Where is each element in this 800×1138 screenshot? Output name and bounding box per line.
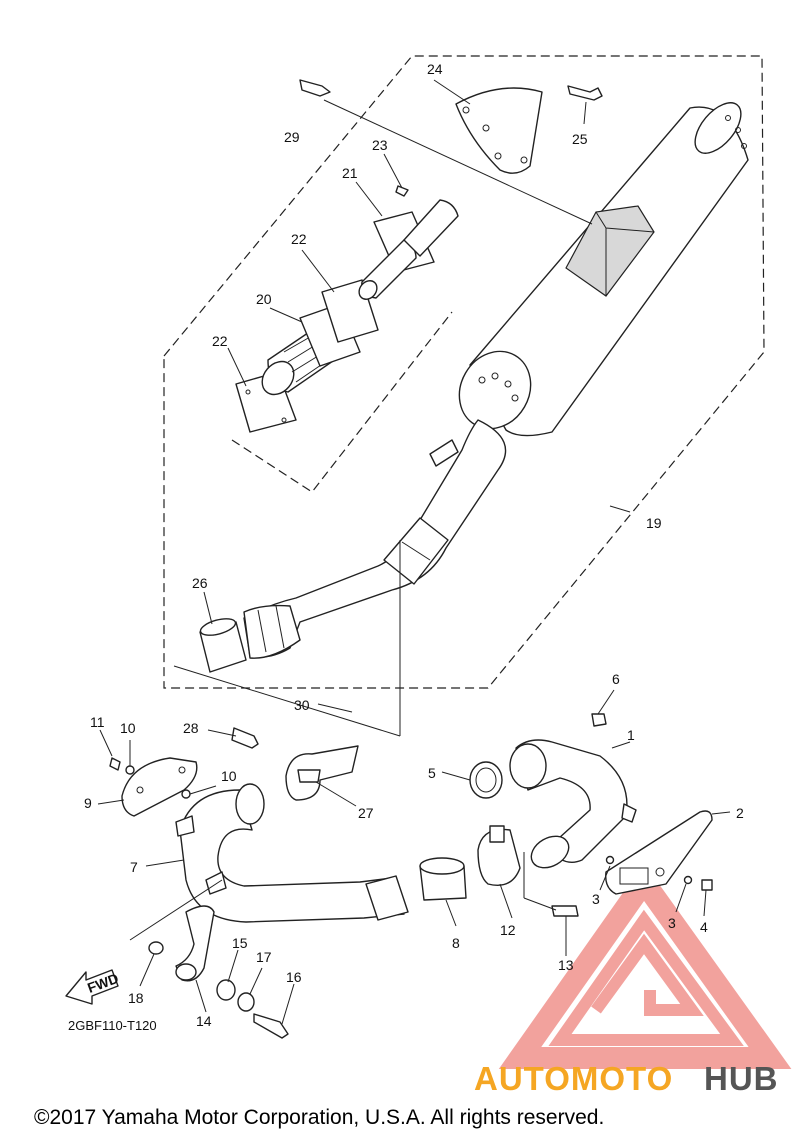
silencer-internals <box>235 79 603 433</box>
watermark-brand-part1: AUTOMOTO <box>474 1060 673 1097</box>
callout-10-mid: 10 <box>221 768 237 784</box>
damper-15 <box>216 979 236 1001</box>
clamp-27 <box>285 745 359 801</box>
mid-pipe <box>243 419 507 659</box>
watermark-logo <box>498 863 792 1069</box>
callout-15: 15 <box>232 935 248 951</box>
callout-labels: 29 24 25 23 21 22 20 22 19 26 30 11 10 2… <box>84 61 744 1029</box>
drawing-code: 2GBF110-T120 <box>68 1018 157 1033</box>
bolt-16 <box>253 1013 289 1039</box>
callout-23: 23 <box>372 137 388 153</box>
gasket-5 <box>469 761 503 799</box>
bracket-14 <box>175 905 215 982</box>
callout-27: 27 <box>358 805 374 821</box>
callout-9: 9 <box>84 795 92 811</box>
sleeve-8 <box>419 857 467 901</box>
callout-26: 26 <box>192 575 208 591</box>
callout-22-top: 22 <box>291 231 307 247</box>
fwd-arrow-icon: FWD <box>65 969 121 1005</box>
callout-24: 24 <box>427 61 443 77</box>
callout-20: 20 <box>256 291 272 307</box>
callout-11: 11 <box>90 714 105 730</box>
callout-29: 29 <box>284 129 300 145</box>
callout-13: 13 <box>558 957 574 973</box>
callout-21: 21 <box>342 165 358 181</box>
callout-2: 2 <box>736 805 744 821</box>
callout-5: 5 <box>428 765 436 781</box>
watermark-brand-part2: HUB <box>704 1060 779 1097</box>
callout-1: 1 <box>627 727 635 743</box>
callout-19: 19 <box>646 515 662 531</box>
callout-30: 30 <box>294 697 310 713</box>
sleeve-26 <box>199 618 247 673</box>
callout-3-left: 3 <box>592 891 600 907</box>
callout-6: 6 <box>612 671 620 687</box>
clamp-12 <box>477 825 521 886</box>
collar-18 <box>148 941 164 955</box>
callout-17: 17 <box>256 949 272 965</box>
copyright-text: ©2017 Yamaha Motor Corporation, U.S.A. A… <box>34 1106 604 1129</box>
callout-16: 16 <box>286 969 302 985</box>
watermark-wordmark: AUTOMOTO HUB <box>474 1060 779 1097</box>
connecting-pipe-1 <box>509 739 637 869</box>
callout-28: 28 <box>183 720 199 736</box>
heat-shield-9 <box>121 757 198 817</box>
callout-14: 14 <box>196 1013 212 1029</box>
callout-3-right: 3 <box>668 915 676 931</box>
callout-10-top: 10 <box>120 720 136 736</box>
callout-4: 4 <box>700 919 708 935</box>
callout-12: 12 <box>500 922 516 938</box>
leader-lines <box>97 79 731 1025</box>
muffler-body <box>458 102 749 437</box>
callout-7: 7 <box>130 859 138 875</box>
header-pipe <box>175 783 409 923</box>
callout-18: 18 <box>128 990 144 1006</box>
callout-8: 8 <box>452 935 460 951</box>
callout-22-bottom: 22 <box>212 333 228 349</box>
protector-2 <box>605 810 713 895</box>
callout-25: 25 <box>572 131 588 147</box>
washer-17 <box>237 992 255 1012</box>
